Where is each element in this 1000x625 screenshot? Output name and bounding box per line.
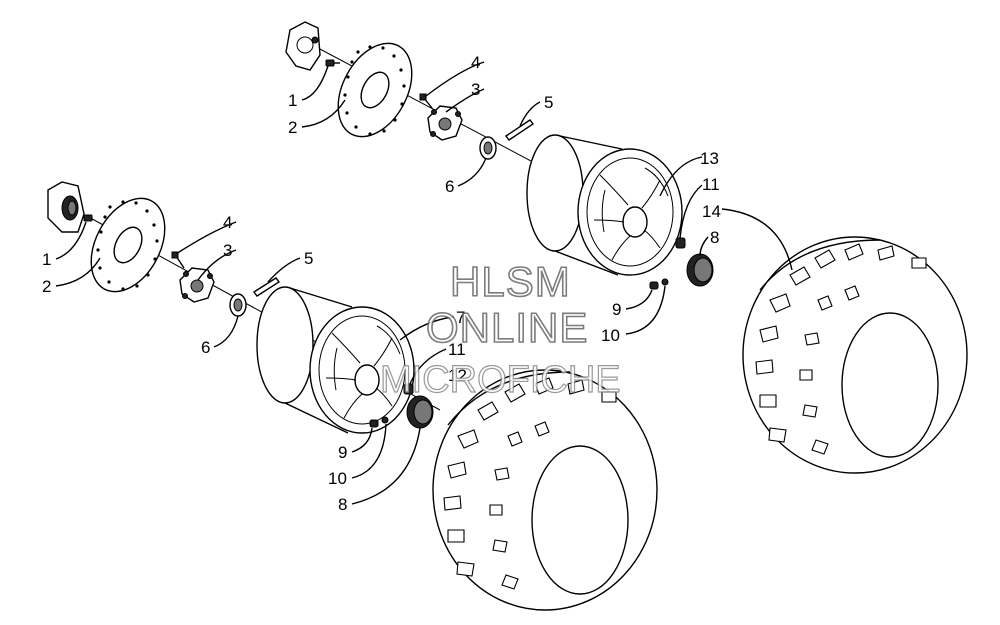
callout-14: 14 <box>702 202 721 221</box>
callout-3-upper: 3 <box>471 80 480 99</box>
lower-tire <box>432 369 658 611</box>
callout-4-lower: 4 <box>223 213 232 232</box>
callout-7: 7 <box>456 308 465 327</box>
callout-9-upper: 9 <box>612 300 621 319</box>
upper-hub <box>427 105 463 141</box>
upper-cotter-pin <box>504 119 535 141</box>
callout-8-lower: 8 <box>338 495 347 514</box>
watermark-line-2: ONLINE <box>426 304 588 351</box>
callout-8-upper: 8 <box>710 228 719 247</box>
callout-11-upper: 11 <box>702 175 720 194</box>
callout-2-lower: 2 <box>42 277 51 296</box>
callout-labels: 1 2 3 4 5 6 13 11 14 8 9 10 1 2 3 4 5 6 … <box>42 53 721 514</box>
callout-6-upper: 6 <box>445 177 454 196</box>
lower-wheel-rim <box>256 286 415 434</box>
upper-valve-stem <box>675 237 686 249</box>
lower-axle-nut <box>229 293 247 317</box>
lower-valve-stem <box>403 383 414 395</box>
upper-disc-bolt <box>325 59 340 67</box>
watermark-line-3: MICROFICHE <box>380 359 621 401</box>
lower-knuckle <box>47 181 85 233</box>
callout-4-upper: 4 <box>471 53 480 72</box>
upper-brake-disc <box>337 42 413 138</box>
watermark-line-1: HLSM <box>450 258 571 305</box>
leader-lines <box>55 61 793 505</box>
callout-6-lower: 6 <box>201 338 210 357</box>
lower-cotter-pin <box>252 277 281 297</box>
callout-2-upper: 2 <box>288 118 297 137</box>
callout-5-upper: 5 <box>544 93 553 112</box>
upper-hub-stud <box>419 93 433 109</box>
upper-assembly <box>285 21 968 474</box>
lower-center-cap <box>406 395 434 429</box>
upper-axle-nut <box>479 136 497 160</box>
callout-3-lower: 3 <box>223 241 232 260</box>
callout-1-upper: 1 <box>288 91 297 110</box>
callout-5-lower: 5 <box>304 249 313 268</box>
callout-9-lower: 9 <box>338 443 347 462</box>
callout-10-upper: 10 <box>601 326 620 345</box>
upper-lug-nut <box>649 278 669 290</box>
lower-hub <box>179 267 215 303</box>
callout-1-lower: 1 <box>42 250 51 269</box>
callout-11-lower: 11 <box>448 340 466 359</box>
callout-13: 13 <box>700 149 719 168</box>
upper-tire <box>742 236 968 474</box>
lower-disc-bolt <box>83 214 93 222</box>
upper-knuckle <box>285 21 321 71</box>
lower-brake-disc <box>90 197 166 293</box>
callout-12: 12 <box>448 366 467 385</box>
lower-assembly <box>47 181 658 611</box>
upper-center-cap <box>686 253 714 287</box>
lower-lug-nut <box>369 416 389 428</box>
callout-10-lower: 10 <box>328 469 347 488</box>
lower-hub-stud <box>171 251 185 269</box>
upper-wheel-rim <box>526 134 683 276</box>
watermark: HLSM ONLINE MICROFICHE <box>379 257 621 401</box>
